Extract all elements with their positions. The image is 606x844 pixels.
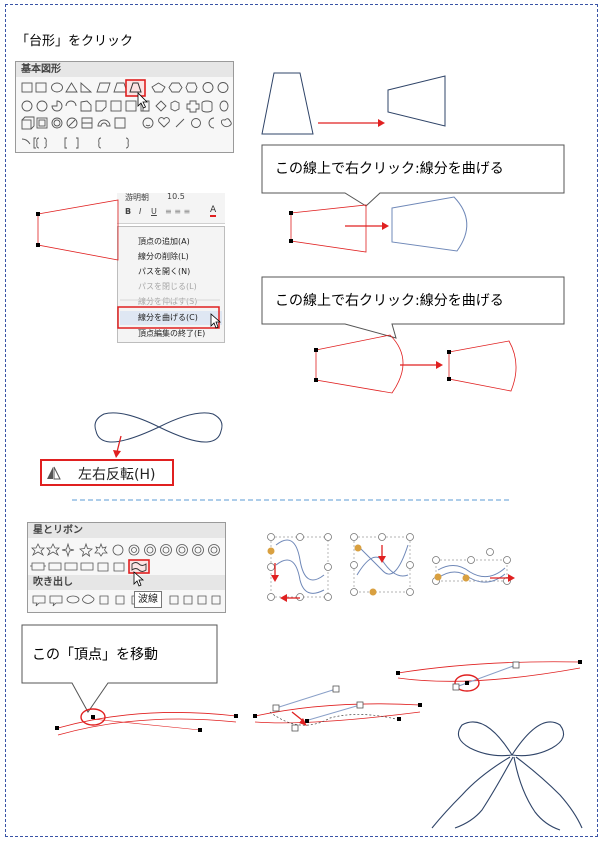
callout-move-vertex: この「頂点」を移動 bbox=[32, 647, 158, 663]
pointer-cursor-icon bbox=[137, 92, 148, 109]
basic-shapes-gallery: 基本図形 bbox=[15, 61, 234, 153]
stars-ribbons-gallery: 星とリボン 吹き出し bbox=[27, 522, 226, 613]
font-size-box: 10.5 bbox=[167, 192, 185, 201]
flip-horizontal-button[interactable]: 左右反転(H) bbox=[40, 459, 174, 486]
page-frame bbox=[5, 4, 598, 837]
mini-toolbar: 游明朝 10.5 B I U ≡ ≡ ≡ A bbox=[117, 192, 225, 224]
flip-horizontal-icon bbox=[47, 466, 61, 480]
menu-item-exit-edit-points[interactable]: 頂点編集の終了(E) bbox=[138, 329, 206, 338]
menu-item-open-path[interactable]: パスを開く(N) bbox=[138, 267, 191, 276]
page-heading: 「台形」をクリック bbox=[16, 34, 134, 49]
flip-horizontal-label: 左右反転(H) bbox=[78, 467, 156, 483]
menu-item-delete-segment[interactable]: 線分の削除(L) bbox=[138, 252, 189, 261]
menu-item-curved-segment[interactable]: 線分を曲げる(C) bbox=[120, 311, 222, 325]
stars-gallery-header: 星とリボン bbox=[28, 523, 225, 538]
callout-curve-segment-2: この線上で右クリック:線分を曲げる bbox=[275, 293, 504, 309]
callout-curve-segment-1: この線上で右クリック:線分を曲げる bbox=[275, 161, 504, 177]
stars-ribbons-grid[interactable] bbox=[28, 523, 227, 614]
wave-tooltip: 波線 bbox=[134, 591, 162, 608]
basic-shapes-grid[interactable] bbox=[16, 62, 235, 154]
menu-item-add-vertex[interactable]: 頂点の追加(A) bbox=[138, 237, 190, 246]
menu-item-close-path: パスを閉じる(L) bbox=[138, 282, 197, 291]
gallery-header: 基本図形 bbox=[16, 62, 233, 77]
underline-icon[interactable]: U bbox=[151, 207, 157, 216]
menu-item-straighten-segment: 線分を伸ばす(S) bbox=[138, 297, 198, 306]
font-name-box: 游明朝 bbox=[125, 193, 149, 202]
font-color-icon[interactable]: A bbox=[210, 205, 217, 217]
bold-icon[interactable]: B bbox=[125, 207, 132, 216]
align-icon[interactable]: ≡ ≡ ≡ bbox=[165, 207, 191, 216]
context-menu: 頂点の追加(A) 線分の削除(L) パスを開く(N) パスを閉じる(L) 線分を… bbox=[117, 226, 225, 343]
italic-icon[interactable]: I bbox=[139, 207, 142, 216]
callouts-gallery-header: 吹き出し bbox=[28, 575, 225, 590]
